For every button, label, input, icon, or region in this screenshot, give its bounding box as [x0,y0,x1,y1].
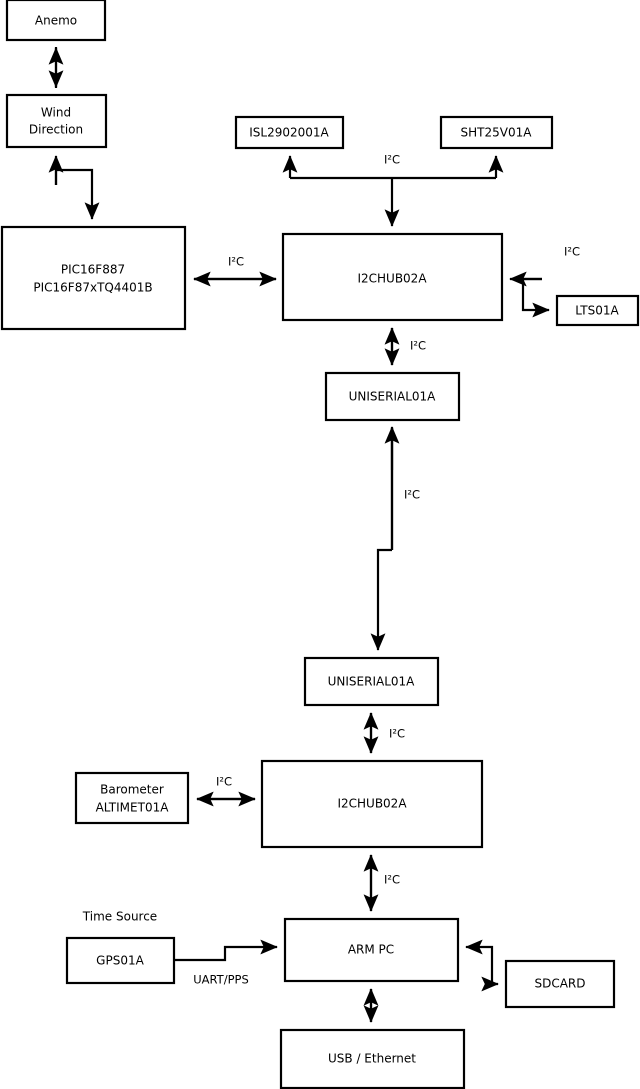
node-label-usb-ethernet: USB / Ethernet [328,1052,416,1066]
node-label-wind-direction-line2: Direction [29,123,83,137]
node-arm-pc[interactable]: ARM PC [283,917,460,983]
edge-line [521,277,550,318]
node-box[interactable] [324,371,461,422]
node-i2chub02a-bottom[interactable]: I2CHUB02A [260,759,484,849]
node-box[interactable] [74,771,190,825]
edge-uniserial-bottom-i2chub-bottom: I²C [363,712,405,754]
edge-label-uart-pps: UART/PPS [193,973,249,987]
node-i2chub02a-top[interactable]: I2CHUB02A [281,232,504,322]
edge-gps01a-arm-pc: UART/PPS [174,939,278,987]
edge-label-i2c: I²C [410,339,426,353]
edge-i2chub-top-lts01a: I²C [509,245,580,318]
node-uniserial01a-top[interactable]: UNISERIAL01A [324,371,461,422]
edge-label-i2c: I²C [216,775,232,789]
node-box[interactable] [504,959,616,1009]
node-box[interactable] [555,294,640,327]
node-sht25v01a[interactable]: SHT25V01A [439,115,554,150]
edge-pic-i2chub-top: I²C [193,255,277,287]
node-box[interactable] [303,656,440,707]
node-label-gps01a: GPS01A [96,954,144,968]
edge-label-i2c: I²C [384,153,400,167]
edge-label-i2c: I²C [564,245,580,259]
free-label-layer: Time Source [82,910,157,924]
edge-label-i2c: I²C [389,727,405,741]
edge-label-i2c: I²C [228,255,244,269]
node-label-barometer-line1: Barometer [100,783,164,797]
node-usb-ethernet[interactable]: USB / Ethernet [279,1028,466,1089]
node-barometer-altimet01a[interactable]: Barometer ALTIMET01A [74,771,190,825]
edge-i2chub-top-isl-sht: I²C [282,153,504,227]
node-label-sdcard: SDCARD [534,977,585,991]
node-gps01a[interactable]: GPS01A [65,936,176,985]
node-uniserial01a-bottom[interactable]: UNISERIAL01A [303,656,440,707]
node-label-isl2902001a: ISL2902001A [249,126,329,140]
node-wind-direction[interactable]: Wind Direction [5,93,108,149]
edge-line [54,168,100,220]
node-label-wind-direction-line1: Wind [41,106,71,120]
node-label-lts01a: LTS01A [575,304,619,318]
node-label-barometer-line2: ALTIMET01A [96,801,170,815]
edge-line [370,548,392,651]
node-label-pic-line2: PIC16F87xTQ4401B [33,281,152,295]
node-box[interactable] [439,115,554,150]
node-label-anemo: Anemo [35,14,77,28]
edge-i2chub-bottom-arm-pc: I²C [363,854,400,912]
edge-barometer-i2chub-bottom: I²C [196,775,256,807]
edge-line [174,939,278,962]
node-label-uniserial01a-top: UNISERIAL01A [349,390,437,404]
node-sdcard[interactable]: SDCARD [504,959,616,1009]
node-label-i2chub02a-top: I2CHUB02A [357,272,427,286]
node-label-i2chub02a-bottom: I2CHUB02A [337,797,407,811]
node-box[interactable] [65,936,176,985]
edge-line [478,945,499,992]
edge-i2chub-top-uniserial-top: I²C [384,327,426,366]
node-label-sht25v01a: SHT25V01A [461,126,533,140]
node-isl2902001a[interactable]: ISL2902001A [234,115,345,150]
node-box[interactable] [279,1028,466,1089]
edge-arm-pc-sdcard [465,939,499,992]
node-box[interactable] [260,759,484,849]
node-label-arm-pc: ARM PC [348,943,394,957]
node-box[interactable] [234,115,345,150]
edge-uniserial-top-uniserial-bottom: I²C [370,426,420,651]
node-box[interactable] [5,93,108,149]
node-anemo[interactable]: Anemo [5,0,107,42]
label-time-source: Time Source [82,910,157,924]
node-lts01a[interactable]: LTS01A [555,294,640,327]
edge-label-i2c: I²C [404,488,420,502]
edge-pic-wind-direction [48,155,100,220]
node-pic16f887[interactable]: PIC16F887 PIC16F87xTQ4401B [0,225,187,331]
node-box[interactable] [0,225,187,331]
node-label-uniserial01a-bottom: UNISERIAL01A [328,675,416,689]
edge-label-i2c: I²C [384,873,400,887]
edge-layer: I²C I²C I²C [48,47,580,1023]
node-box[interactable] [283,917,460,983]
node-box[interactable] [5,0,107,42]
node-box[interactable] [281,232,504,322]
node-label-pic-line1: PIC16F887 [61,263,125,277]
